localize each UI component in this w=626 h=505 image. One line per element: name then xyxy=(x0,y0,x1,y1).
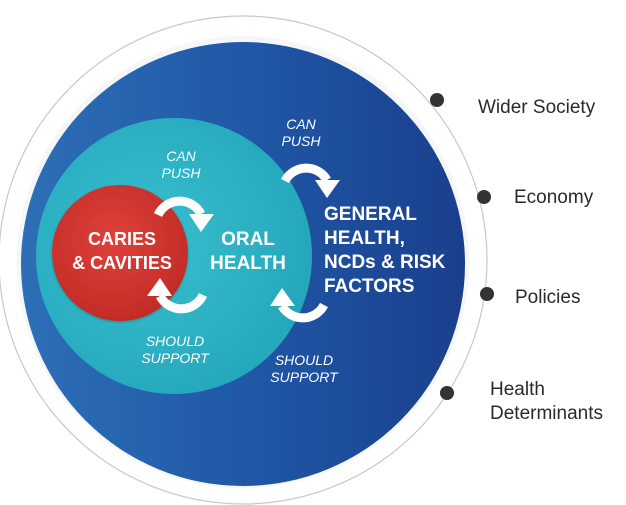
general-health-label-line-2: HEALTH, xyxy=(324,228,405,249)
general-health-label-line-4: FACTORS xyxy=(324,276,415,297)
can-push-inner-label: CAN PUSH xyxy=(156,148,206,182)
bullet-dot-economy xyxy=(477,190,491,204)
can-push-outer-line-1: CAN xyxy=(286,116,316,132)
oral-health-label: ORAL HEALTH xyxy=(206,228,290,276)
economy-label: Economy xyxy=(514,186,593,210)
caries-label-line-1: CARIES xyxy=(87,229,156,249)
health-determinants-label-line-1: Health xyxy=(490,379,545,400)
should-support-outer-line-1: SHOULD xyxy=(274,352,334,368)
can-push-inner-line-1: CAN xyxy=(166,148,196,164)
should-support-inner-line-2: SUPPORT xyxy=(141,350,209,366)
outer-ring xyxy=(0,15,488,505)
should-support-outer-label: SHOULD SUPPORT xyxy=(265,352,343,386)
bullet-dot-health-determinants xyxy=(440,386,454,400)
bullet-dot-wider-society xyxy=(430,93,444,107)
should-support-inner-label: SHOULD SUPPORT xyxy=(136,333,214,367)
caries-label: CARIES & CAVITIES xyxy=(62,227,182,275)
can-push-outer-label: CAN PUSH xyxy=(276,116,326,150)
health-determinants-label: Health Determinants xyxy=(490,378,603,426)
oral-health-label-line-2: HEALTH xyxy=(210,253,286,274)
can-push-inner-line-2: PUSH xyxy=(161,165,201,181)
caries-label-line-2: & CAVITIES xyxy=(72,253,172,273)
general-health-label-line-3: NCDs & RISK xyxy=(324,252,446,273)
should-support-inner-line-1: SHOULD xyxy=(145,333,205,349)
inner-cycle-arrows-icon xyxy=(147,196,214,314)
wider-society-label: Wider Society xyxy=(478,96,595,120)
policies-label-line-1: Policies xyxy=(515,287,581,308)
should-support-outer-line-2: SUPPORT xyxy=(270,369,338,385)
wider-society-label-line-1: Wider Society xyxy=(478,97,596,118)
policies-label: Policies xyxy=(515,286,580,310)
economy-label-line-1: Economy xyxy=(514,187,594,208)
outer-cycle-arrows-icon xyxy=(270,163,340,323)
general-health-label-line-1: GENERAL xyxy=(324,204,417,225)
bullet-dot-policies xyxy=(480,287,494,301)
general-health-label: GENERAL HEALTH, NCDs & RISK FACTORS xyxy=(324,203,460,299)
health-determinants-label-line-2: Determinants xyxy=(490,403,603,424)
can-push-outer-line-2: PUSH xyxy=(281,133,321,149)
oral-health-label-line-1: ORAL xyxy=(221,229,275,250)
